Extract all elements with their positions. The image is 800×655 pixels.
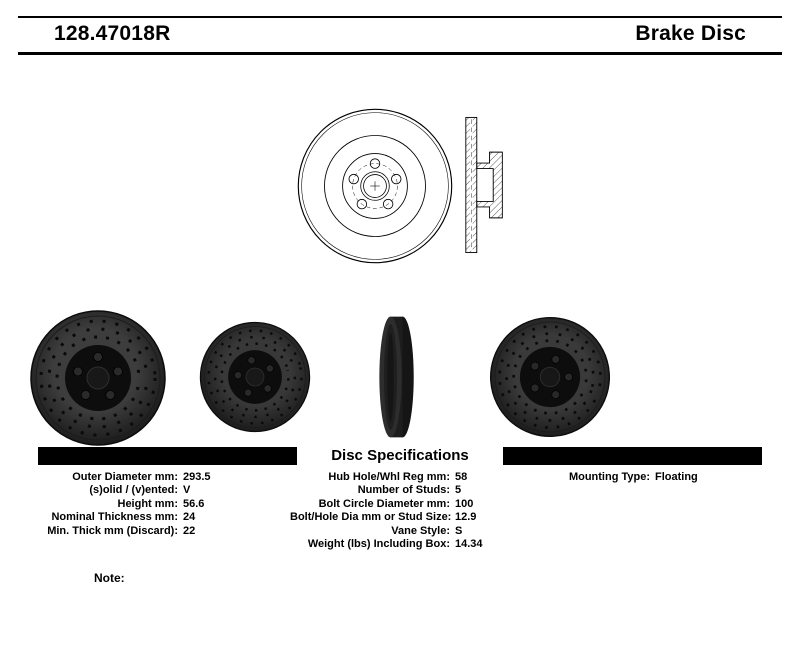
spec-value: 22: [183, 524, 196, 537]
spec-label: Min. Thick mm (Discard):: [47, 524, 178, 537]
spec-value: 5: [455, 484, 462, 497]
disc-cross-section-drawing: [465, 116, 503, 254]
spec-row-weight: Weight (lbs) Including Box: 14.34: [290, 538, 483, 551]
spec-column-right: Mounting Type: Floating: [505, 471, 698, 484]
spec-section-title: Disc Specifications: [331, 447, 469, 464]
spec-row-number-of-studs: Number of Studs: 5: [290, 484, 483, 497]
spec-column-middle: Hub Hole/Whl Reg mm: 58 Number of Studs:…: [290, 471, 483, 551]
disc-photo-rear: [489, 316, 611, 438]
disc-front-drawing: [297, 108, 453, 264]
disc-photo-angled: [199, 321, 311, 433]
spec-label: Vane Style:: [391, 524, 450, 537]
spec-label: Hub Hole/Whl Reg mm:: [328, 471, 450, 483]
spec-section-header: Disc Specifications: [38, 447, 762, 465]
spec-label: Bolt/Hole Dia mm or Stud Size:: [290, 511, 452, 524]
spec-value: S: [455, 524, 463, 537]
product-type-title: Brake Disc: [635, 22, 746, 45]
spec-value: 24: [183, 511, 196, 524]
spec-value: 12.9: [455, 511, 477, 524]
spec-row-nominal-thickness: Nominal Thickness mm: 24: [30, 511, 211, 524]
spec-row-vane-style: Vane Style: S: [290, 525, 483, 538]
spec-row-mounting-type: Mounting Type: Floating: [505, 471, 698, 484]
part-number: 128.47018R: [54, 22, 171, 45]
spec-label: Nominal Thickness mm:: [51, 511, 178, 524]
spec-bar-right-segment: [502, 447, 762, 465]
spec-label: (s)olid / (v)ented:: [89, 484, 178, 497]
spec-row-hub-hole: Hub Hole/Whl Reg mm: 58: [290, 471, 483, 484]
spec-value: 100: [455, 497, 474, 510]
spec-row-outer-diameter: Outer Diameter mm: 293.5: [30, 471, 211, 484]
spec-label: Weight (lbs) Including Box:: [307, 538, 450, 551]
spec-label: Mounting Type:: [568, 471, 650, 483]
spec-value: 14.34: [455, 538, 483, 551]
spec-value: V: [183, 484, 191, 497]
header: 128.47018R Brake Disc: [18, 16, 782, 55]
spec-value: Floating: [655, 471, 698, 483]
spec-row-bolt-hole-dia: Bolt/Hole Dia mm or Stud Size: 12.9: [290, 511, 483, 524]
spec-column-left: Outer Diameter mm: 293.5 (s)olid / (v)en…: [30, 471, 211, 538]
spec-value: 56.6: [183, 497, 205, 510]
spec-label: Number of Studs:: [357, 484, 450, 497]
note-label: Note:: [94, 571, 125, 585]
spec-row-height: Height mm: 56.6: [30, 498, 211, 511]
spec-value: 58: [455, 471, 468, 483]
spec-label: Height mm:: [117, 497, 179, 510]
spec-row-min-thickness: Min. Thick mm (Discard): 22: [30, 525, 211, 538]
spec-label: Outer Diameter mm:: [72, 471, 178, 483]
spec-row-bolt-circle-diameter: Bolt Circle Diameter mm: 100: [290, 498, 483, 511]
spec-label: Bolt Circle Diameter mm:: [318, 497, 450, 510]
spec-bar-left-segment: [38, 447, 298, 465]
disc-photo-edge: [379, 316, 414, 438]
spec-row-solid-vented: (s)olid / (v)ented: V: [30, 484, 211, 497]
disc-photo-front: [30, 310, 166, 446]
spec-value: 293.5: [183, 471, 211, 483]
